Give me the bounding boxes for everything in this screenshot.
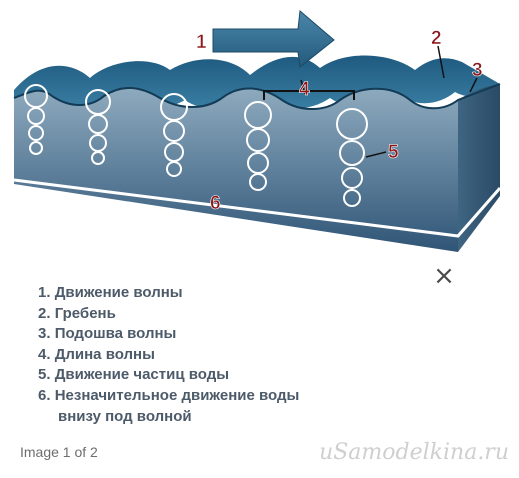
particle-orbits — [24, 84, 368, 207]
callout-2-leader — [437, 45, 445, 79]
legend-item: 6. Незначительное движение воды внизу по… — [38, 386, 299, 427]
legend-item: 3. Подошва волны — [38, 324, 299, 345]
legend-text-continued: внизу под волной — [58, 407, 192, 425]
legend-text: Движение волны — [54, 284, 183, 301]
wavelength-bracket — [263, 90, 355, 100]
callout-2: 2 — [431, 28, 442, 49]
watermark: uSamodelkina.ru — [319, 440, 509, 465]
legend-number: 1. — [38, 284, 51, 301]
callout-1: 1 — [196, 32, 207, 53]
wave-diagram: 1 2 3 4 5 6 — [13, 10, 502, 252]
legend-number: 2. — [38, 304, 51, 322]
callout-4-leader — [300, 79, 306, 95]
legend-item: 2. Гребень — [38, 304, 299, 325]
water-front-face — [14, 87, 458, 252]
water-side-face — [458, 84, 500, 252]
legend-text: Длина волны — [54, 345, 155, 363]
image-counter: Image 1 of 2 — [20, 444, 98, 460]
legend-number: 5. — [38, 366, 51, 384]
legend-text: Подошва волны — [54, 325, 177, 343]
legend-number: 3. — [38, 325, 51, 343]
wave-direction-arrow — [212, 10, 335, 68]
callout-3: 3 — [472, 60, 483, 81]
legend-number: 6. — [38, 386, 51, 404]
legend-text: Движение частиц воды — [54, 366, 230, 384]
legend-item: 5. Движение частиц воды — [38, 365, 299, 386]
seabed-line — [13, 178, 502, 238]
callout-4: 4 — [299, 79, 310, 100]
close-icon[interactable]: × — [433, 261, 455, 291]
legend-item: 1. Движение волны — [38, 283, 299, 304]
legend-text: Незначительное движение воды — [54, 386, 300, 404]
callout-6: 6 — [210, 193, 221, 214]
legend-number: 4. — [38, 345, 51, 363]
callout-5: 5 — [388, 142, 399, 163]
legend-item: 4. Длина волны — [38, 345, 299, 366]
legend-list: 1. Движение волны 2. Гребень 3. Подошва … — [38, 283, 299, 427]
legend-text: Гребень — [54, 304, 116, 322]
crest-line — [13, 83, 501, 110]
callout-5-leader — [365, 151, 387, 158]
callout-3-leader — [469, 77, 478, 93]
